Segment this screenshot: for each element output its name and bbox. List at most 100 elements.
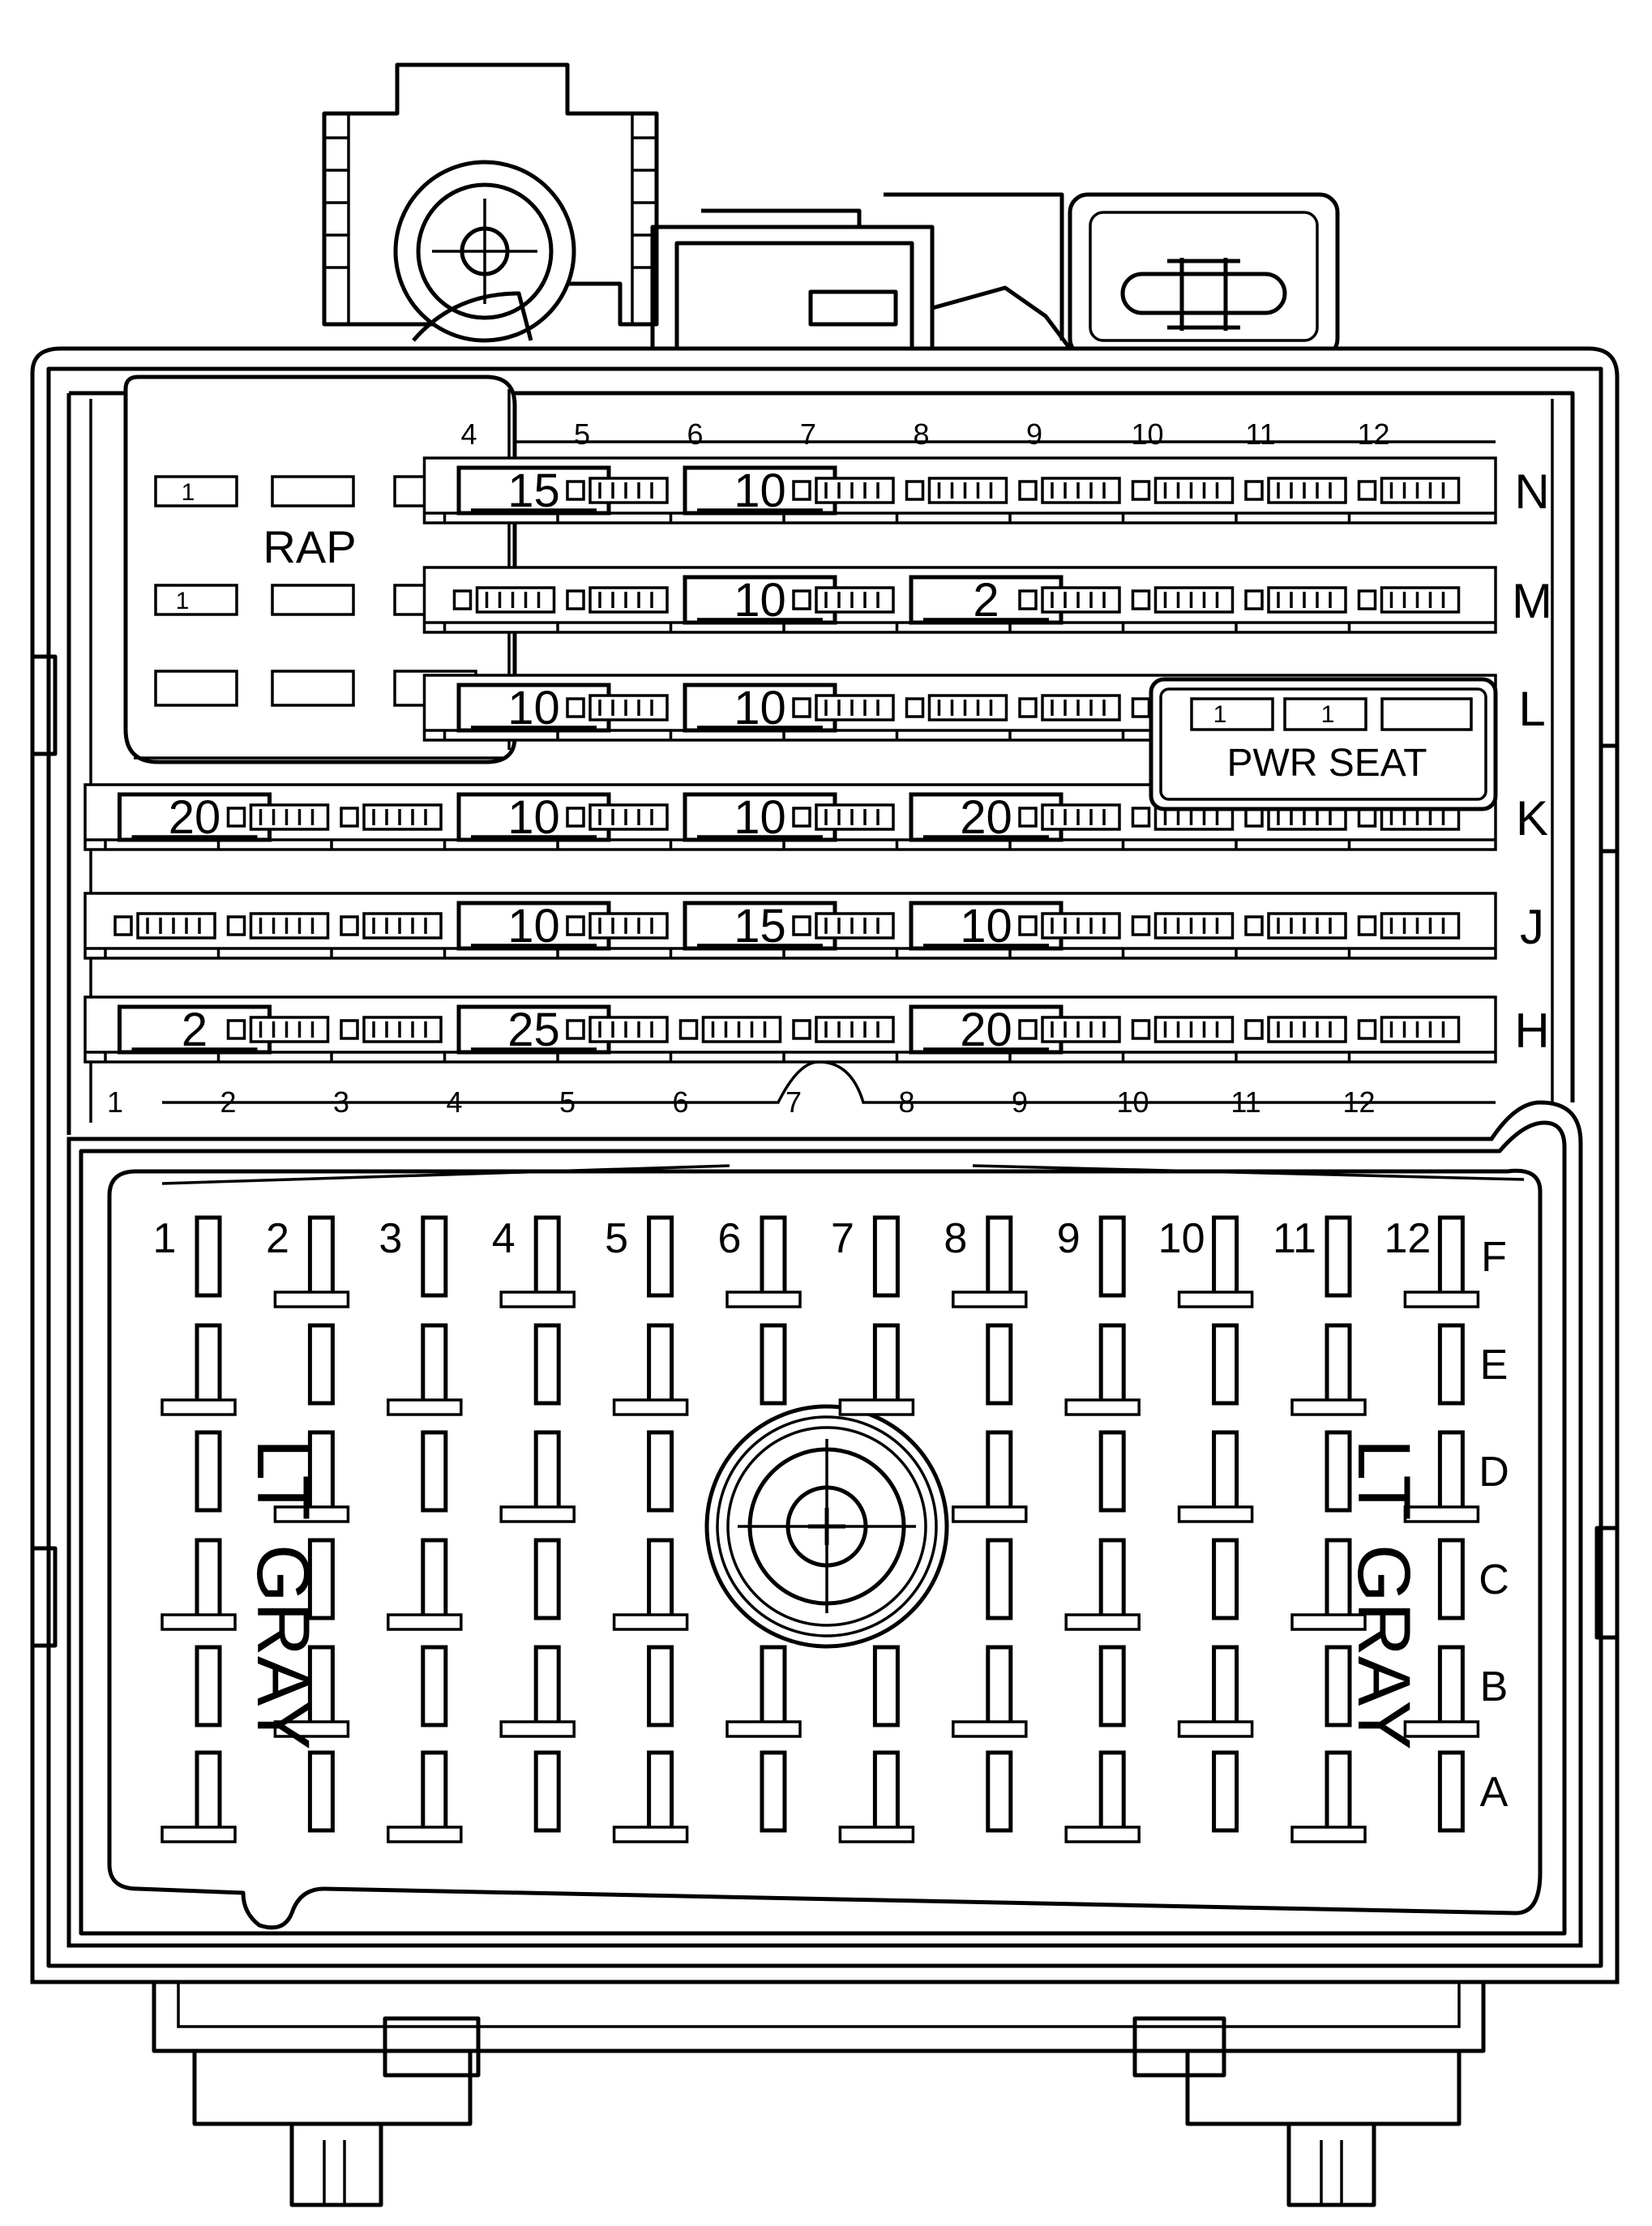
rap-relay[interactable]: 1 1 RAP 1 1	[123, 375, 517, 764]
connector-pin-d10	[1212, 1430, 1239, 1513]
fuse-k1[interactable]: 20	[118, 791, 272, 844]
svg-text:GRAY: GRAY	[242, 1544, 324, 1750]
fuse-k4[interactable]: 10	[456, 791, 611, 844]
fuse-row-label-h: H	[1514, 1004, 1549, 1058]
fuse-col-label-bottom-3: 3	[333, 1085, 349, 1119]
svg-text:1: 1	[1321, 701, 1335, 728]
fuse-col-label-bottom-9: 9	[1012, 1085, 1028, 1119]
fuse-col-label-bottom-7: 7	[785, 1085, 802, 1119]
connector-pin-latch	[612, 1613, 689, 1631]
fuse-rating: 20	[960, 791, 1012, 844]
connector-pin-latch	[499, 1291, 576, 1308]
fuse-col-label-top-4: 4	[460, 417, 477, 451]
fuse-slot-k12	[1357, 803, 1461, 831]
svg-text:1: 1	[1213, 701, 1227, 728]
fuse-m6[interactable]: 10	[683, 574, 837, 627]
connector-pin-c5	[647, 1538, 674, 1620]
fuse-slot-j1	[113, 912, 216, 940]
fuse-slot-n8	[905, 477, 1008, 504]
connector-pin-e11	[1325, 1323, 1352, 1406]
connector-row-label-d: D	[1479, 1449, 1509, 1496]
fuse-col-label-top-10: 10	[1131, 417, 1163, 451]
fuse-m8[interactable]: 2	[909, 574, 1064, 627]
connector-pin-latch	[1290, 1826, 1367, 1843]
top-mounting-bracket	[322, 62, 659, 327]
connector-pin-a12	[1437, 1750, 1465, 1833]
fuse-slot-h2	[226, 1016, 330, 1043]
rap-terminal-2-1: 1	[154, 584, 238, 616]
fuse-row-label-n: N	[1514, 464, 1549, 519]
fuse-k8[interactable]: 20	[909, 791, 1064, 844]
connector-pin-a1	[195, 1750, 222, 1833]
connector-pin-e10	[1212, 1323, 1239, 1406]
connector-pin-e9	[1098, 1323, 1126, 1406]
fuse-rating: 10	[734, 464, 786, 517]
fuse-slot-h10	[1131, 1016, 1235, 1043]
fuse-col-label-top-5: 5	[574, 417, 590, 451]
fuse-slot-m5	[566, 586, 669, 614]
connector-pin-latch	[273, 1291, 350, 1308]
fuse-slot-l9	[1018, 694, 1121, 721]
fuse-n4[interactable]: 15	[456, 464, 611, 517]
connector-pin-b10	[1212, 1645, 1239, 1727]
pwr-seat-terminal-3	[1380, 697, 1473, 731]
connector-pin-b11	[1325, 1645, 1352, 1727]
connector-pin-c9	[1098, 1538, 1126, 1620]
connector-pin-latch	[1403, 1291, 1480, 1308]
fuse-slot-h3	[340, 1016, 443, 1043]
fuse-col-label-bottom-4: 4	[446, 1085, 462, 1119]
fuse-row-j: 10 15 10	[83, 892, 1497, 960]
fuse-col-label-bottom-6: 6	[672, 1085, 688, 1119]
connector-pin-latch	[612, 1826, 689, 1843]
fuse-slot-n9	[1018, 477, 1121, 504]
connector-col-label-1: 1	[153, 1215, 177, 1262]
fuse-slot-l7	[792, 694, 895, 721]
connector-pin-latch	[387, 1398, 463, 1416]
connector-pin-f5	[647, 1215, 674, 1298]
svg-text:1: 1	[176, 588, 190, 614]
fuse-rating: 10	[734, 791, 786, 844]
fuse-j6[interactable]: 15	[683, 900, 837, 952]
fuse-row-h: 2 25 20	[83, 995, 1497, 1064]
fuse-rating: 2	[973, 574, 999, 627]
fuse-col-label-bottom-12: 12	[1342, 1085, 1375, 1119]
fuse-slot-j2	[226, 912, 330, 940]
fuse-col-label-top-7: 7	[800, 417, 816, 451]
connector-pin-d5	[647, 1430, 674, 1513]
connector-pin-f7	[872, 1215, 900, 1298]
connector-pin-latch	[1403, 1505, 1480, 1523]
connector-pin-f10	[1212, 1215, 1239, 1298]
fuse-h4[interactable]: 25	[456, 1004, 611, 1056]
connector-pin-latch	[1177, 1505, 1254, 1523]
connector-pin-latch	[387, 1826, 463, 1843]
fuse-slot-j10	[1131, 912, 1235, 940]
rap-relay-label: RAP	[263, 521, 356, 572]
fuse-j4[interactable]: 10	[456, 900, 611, 952]
connector-pin-d3	[421, 1430, 448, 1513]
rap-terminal-3-1	[154, 670, 238, 707]
connector-pin-a6	[760, 1750, 787, 1833]
connector-pin-latch	[1064, 1613, 1141, 1631]
rap-terminal-2-2	[271, 584, 355, 616]
connector-pin-e8	[986, 1323, 1013, 1406]
connector-pin-c4	[533, 1538, 561, 1620]
fuse-rating: 20	[960, 1004, 1012, 1056]
fuse-h1[interactable]: 2	[118, 1004, 272, 1056]
fuse-col-label-bottom-5: 5	[559, 1085, 576, 1119]
fuse-l6[interactable]: 10	[683, 682, 837, 734]
fuse-slot-n10	[1131, 477, 1235, 504]
fuse-j8[interactable]: 10	[909, 900, 1064, 952]
connector-col-label-4: 4	[492, 1215, 516, 1262]
fuse-n6[interactable]: 10	[683, 464, 837, 517]
fuse-rating: 20	[169, 791, 221, 844]
pwr-seat-relay[interactable]: 1 1 PWR SEAT	[1149, 677, 1498, 811]
fuse-rating: 10	[960, 900, 1012, 952]
fuse-h8[interactable]: 20	[909, 1004, 1064, 1056]
connector-pin-latch	[160, 1613, 237, 1631]
fuse-k6[interactable]: 10	[683, 791, 837, 844]
fuse-l4[interactable]: 10	[456, 682, 611, 734]
fuse-col-label-bottom-2: 2	[220, 1085, 236, 1119]
